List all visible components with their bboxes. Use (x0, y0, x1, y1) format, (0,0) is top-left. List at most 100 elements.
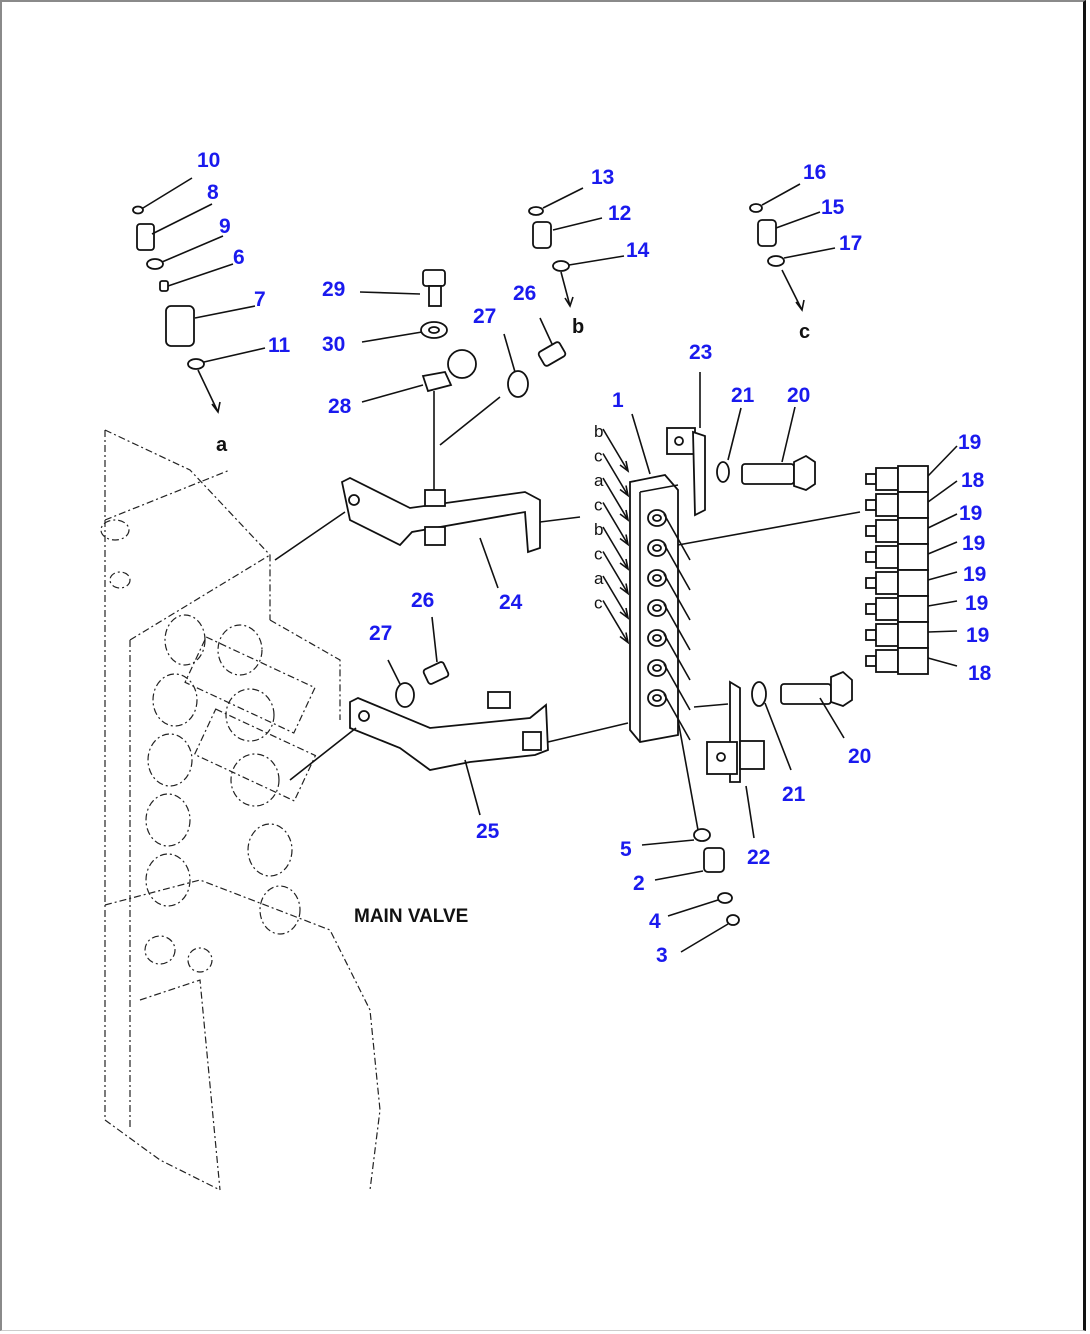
bracket-23-hole (674, 436, 684, 446)
port-letter-arrow (602, 428, 629, 472)
valve-spools (100, 519, 317, 973)
valve-7 (165, 305, 195, 347)
callout-19-5: 19 (965, 592, 988, 615)
bracket-22-assembly: 20 21 22 (693, 670, 871, 869)
leader-line (927, 657, 958, 667)
bolt-20-upper-head (793, 454, 816, 491)
arrow-head (619, 509, 630, 522)
bracket-25: 25 27 26 (289, 589, 629, 843)
callout-14: 14 (626, 239, 650, 262)
bracket-24-block-bottom (424, 526, 446, 546)
callout-18-bottom: 18 (968, 662, 992, 685)
leader-line (927, 571, 958, 581)
o-ring-11 (187, 358, 205, 370)
o-ring-4 (717, 892, 733, 904)
switch-terminal (865, 603, 877, 615)
leader-line (927, 445, 958, 477)
callout-1: 1 (612, 389, 624, 412)
switch-terminal (865, 525, 877, 537)
port-line (663, 663, 691, 711)
callout-18-top: 18 (961, 469, 985, 492)
switch-terminal (865, 577, 877, 589)
o-ring-3 (726, 914, 740, 926)
clamp-28 (421, 370, 453, 393)
bracket-23-plate (692, 430, 706, 517)
upper-bracket-hardware: 29 30 28 27 26 (322, 269, 567, 490)
pressure-switch-19 (897, 517, 929, 545)
o-ring-16 (749, 203, 763, 213)
switch-terminal (865, 499, 877, 511)
switch-nut (875, 571, 899, 595)
pressure-switch-18 (897, 491, 929, 519)
pressure-switch-19 (897, 569, 929, 597)
callout-19-3: 19 (962, 532, 985, 555)
callout-25: 25 (476, 820, 500, 843)
bracket-24: 24 (274, 476, 581, 614)
callout-7: 7 (254, 288, 266, 311)
callout-19-1: 19 (958, 431, 981, 454)
callout-19-2: 19 (959, 502, 982, 525)
arrow-head (619, 534, 630, 547)
bolt-29-head (422, 269, 446, 287)
callout-19-6: 19 (966, 624, 989, 647)
bracket-24-block-top (424, 489, 446, 507)
connection-letter-a: a (216, 434, 228, 456)
elbow-fitting-15 (757, 219, 777, 247)
washer-30-hole (428, 326, 440, 334)
port-letter: c (594, 594, 603, 613)
main-valve-body: MAIN VALVE (100, 429, 468, 1191)
switch-nut (875, 649, 899, 673)
callout-11: 11 (268, 334, 291, 357)
bracket-25-hole (358, 710, 370, 722)
elbow-fitting-2 (703, 847, 725, 873)
port-line (663, 513, 691, 561)
connection-letter-c: c (799, 321, 810, 343)
callout-20-lower: 20 (848, 745, 871, 768)
callout-17: 17 (839, 232, 862, 255)
bracket-25-block (522, 731, 542, 751)
switch-nut (875, 623, 899, 647)
port-letter: c (594, 545, 603, 564)
callout-22: 22 (747, 846, 770, 869)
manifold-ports (647, 509, 691, 741)
bolt-26-lower (422, 661, 450, 685)
pressure-switch-18 (897, 647, 929, 675)
arrow-head (619, 583, 630, 596)
callout-4: 4 (649, 910, 661, 933)
callout-10: 10 (197, 149, 220, 172)
o-ring-14 (552, 260, 570, 272)
pressure-switch-stack (865, 445, 958, 675)
callout-19-4: 19 (963, 563, 986, 586)
bolt-26-upper (537, 341, 567, 367)
pressure-switch-19 (897, 543, 929, 571)
switch-terminal (865, 629, 877, 641)
pressure-switch-19 (897, 595, 929, 623)
callout-27-lower: 27 (369, 622, 392, 645)
bracket-23-assembly: 23 21 20 (666, 341, 816, 517)
port-line (663, 603, 691, 651)
o-ring-17 (767, 255, 785, 267)
switch-nut (875, 545, 899, 569)
bolt-29-shank (428, 285, 442, 307)
callout-26-lower: 26 (411, 589, 434, 612)
callout-15: 15 (821, 196, 845, 219)
switch-nut (875, 493, 899, 517)
port-letter-arrow (602, 551, 629, 594)
bracket-24-hole (348, 494, 360, 506)
leader-line (927, 513, 958, 529)
switch-terminal (865, 551, 877, 563)
pressure-switch-19 (897, 621, 929, 649)
callout-23: 23 (689, 341, 712, 364)
callout-26-upper: 26 (513, 282, 536, 305)
manifold-port-bore (652, 544, 662, 552)
manifold-port-bore (652, 574, 662, 582)
washer-27-upper (507, 370, 529, 398)
port-letter: b (594, 422, 603, 441)
o-ring-10 (132, 205, 144, 215)
leader-line (927, 630, 958, 633)
bracket-25-tab (487, 691, 511, 709)
